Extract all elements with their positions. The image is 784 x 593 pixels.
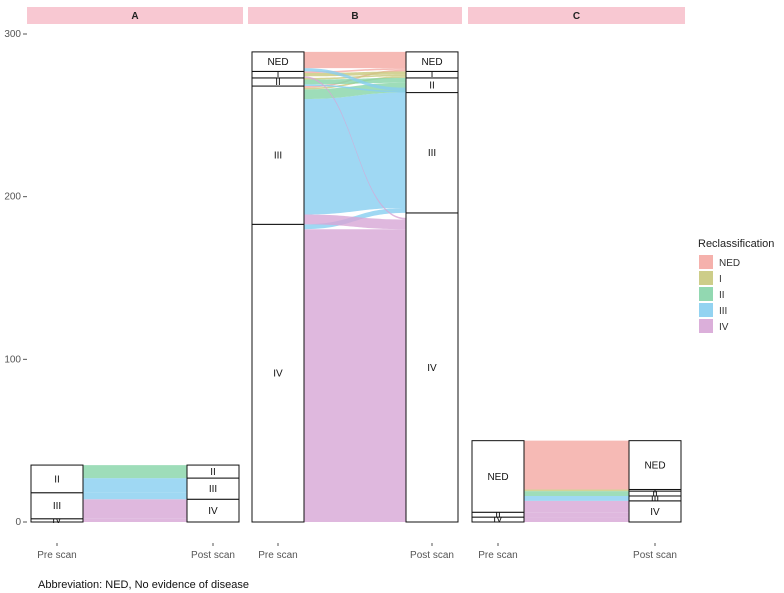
flow-III-to-IV	[83, 499, 187, 519]
pre-stratum-box	[251, 223, 305, 523]
facet-strip	[248, 7, 462, 24]
post-stratum-label: NED	[421, 57, 442, 68]
pre-stratum-label: IV	[493, 514, 503, 525]
flow-III-to-III	[304, 92, 406, 215]
pre-stratum-label: III	[274, 151, 282, 162]
post-stratum-label: III	[428, 148, 436, 159]
flow-NED-to-NED	[304, 51, 406, 69]
flow-I-to-I	[304, 71, 406, 77]
flow-NED-to-III	[304, 68, 406, 91]
post-stratum-label: III	[651, 493, 659, 504]
legend-title: Reclassification	[698, 238, 774, 250]
flow-III-to-IV	[304, 214, 406, 230]
post-stratum-label: I	[431, 69, 434, 80]
flow-I-to-IV	[304, 76, 406, 220]
pre-stratum-box	[251, 85, 305, 225]
post-stratum-label: II	[429, 81, 435, 92]
legend-label: I	[719, 274, 722, 285]
post-stratum-label: IV	[208, 506, 218, 517]
post-stratum-box	[405, 51, 459, 72]
pre-stratum-label: II	[495, 509, 501, 520]
flow-IV-to-IV	[524, 517, 629, 522]
post-stratum-label: I	[654, 485, 657, 496]
flow-II-to-III	[83, 478, 187, 493]
y-tick-label: 100	[4, 354, 21, 365]
flow-NED-to-III	[524, 495, 629, 501]
legend-swatch	[699, 319, 713, 333]
legend-label: NED	[719, 258, 740, 269]
legend-label: IV	[719, 322, 729, 333]
y-tick-label: 300	[4, 29, 21, 40]
legend-swatch	[699, 287, 713, 301]
x-tick-label: Post scan	[410, 550, 454, 561]
pre-stratum-box	[251, 51, 305, 72]
flow-II-to-IV	[524, 512, 629, 518]
pre-stratum-label: IV	[52, 515, 62, 526]
post-stratum-box	[628, 440, 682, 490]
flow-II-to-II	[83, 465, 187, 479]
legend-swatch	[699, 271, 713, 285]
flow-IV-to-IV	[304, 229, 406, 522]
x-tick-label: Pre scan	[258, 550, 297, 561]
pre-stratum-label: I	[277, 69, 280, 80]
flow-IV-to-IV	[83, 518, 187, 522]
flow-NED-to-IV	[524, 500, 629, 513]
x-tick-label: Post scan	[633, 550, 677, 561]
y-tick-label: 200	[4, 192, 21, 203]
post-stratum-label: III	[209, 484, 217, 495]
post-stratum-label: IV	[427, 363, 437, 374]
post-stratum-label: II	[652, 488, 658, 499]
legend-swatch	[699, 303, 713, 317]
flow-NED-to-II	[524, 491, 629, 496]
y-tick-label: 0	[15, 517, 21, 528]
pre-stratum-box	[30, 492, 84, 520]
facet-strip-label: A	[131, 11, 138, 22]
legend-label: III	[719, 306, 727, 317]
post-stratum-label: II	[210, 467, 216, 478]
pre-stratum-label: IV	[273, 369, 283, 380]
flow-NED-to-NED	[524, 440, 629, 490]
post-stratum-label: IV	[650, 507, 660, 518]
post-stratum-label: NED	[644, 461, 665, 472]
flow-II-to-I	[304, 74, 406, 80]
pre-stratum-label: NED	[487, 472, 508, 483]
pre-stratum-box	[471, 440, 525, 513]
pre-stratum-label: II	[275, 77, 281, 88]
facet-strip-label: B	[351, 11, 358, 22]
facet-strip	[468, 7, 685, 24]
flow-III-to-III	[83, 492, 187, 500]
flow-NED-to-I	[524, 489, 629, 492]
legend-swatch	[699, 255, 713, 269]
x-tick-label: Pre scan	[37, 550, 76, 561]
flow-II-to-III	[304, 84, 406, 93]
post-stratum-box	[405, 92, 459, 214]
pre-stratum-label: III	[53, 501, 61, 512]
pre-stratum-label: NED	[267, 57, 288, 68]
pre-stratum-label: II	[54, 474, 60, 485]
legend-label: II	[719, 290, 725, 301]
post-stratum-box	[405, 212, 459, 523]
x-tick-label: Pre scan	[478, 550, 517, 561]
facet-strip	[27, 7, 243, 24]
caption: Abbreviation: NED, No evidence of diseas…	[38, 579, 249, 591]
x-tick-label: Post scan	[191, 550, 235, 561]
pre-stratum-box	[30, 464, 84, 494]
facet-strip-label: C	[573, 11, 580, 22]
post-stratum-box	[186, 464, 240, 479]
